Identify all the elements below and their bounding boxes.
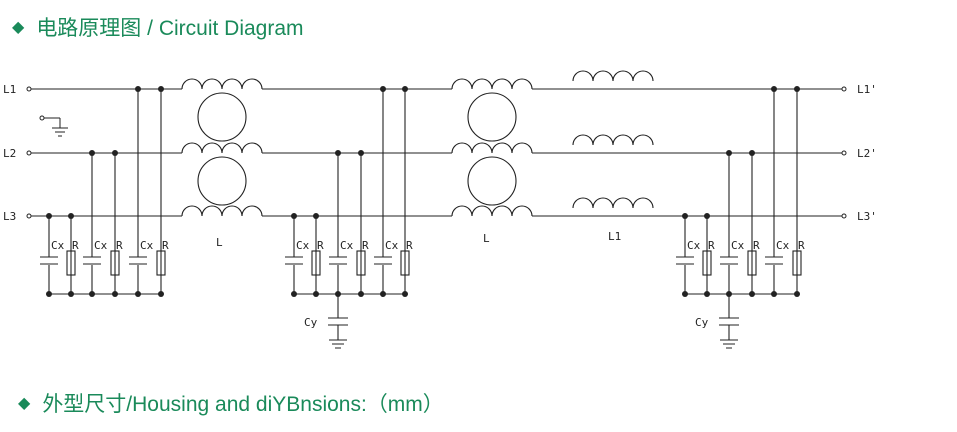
junction-dot: [794, 86, 800, 92]
diamond-bullet-icon: ◆: [12, 19, 25, 36]
input-label: L3: [3, 210, 16, 223]
r-label: R: [162, 239, 169, 252]
ground-terminal: [39, 115, 45, 121]
output-label: L1': [857, 83, 877, 96]
housing-dimensions-heading: ◆ 外型尺寸/Housing and diYBnsions:（mm）: [18, 388, 444, 418]
r-resistor: [110, 250, 120, 276]
circuit-diagram-heading: ◆ 电路原理图 / Circuit Diagram: [12, 12, 304, 42]
junction-dot: [749, 150, 755, 156]
output-terminal: [841, 213, 847, 219]
toroid-core: [197, 156, 247, 206]
junction-dot: [313, 213, 319, 219]
cx-label: Cx: [687, 239, 701, 252]
wires: [26, 86, 847, 219]
input-label: L1: [3, 83, 16, 96]
cx-label: Cx: [296, 239, 310, 252]
input-label: L2: [3, 147, 16, 160]
junction-dot: [771, 86, 777, 92]
toroid-core: [467, 156, 517, 206]
output-label: L3': [857, 210, 877, 223]
inductor-coil: [572, 70, 654, 82]
junction-dot: [704, 213, 710, 219]
cx-label: Cx: [340, 239, 354, 252]
cx-gap: [130, 257, 146, 265]
input-terminal: [26, 86, 32, 92]
inductor-coil: [181, 142, 263, 154]
output-label: L2': [857, 147, 877, 160]
cx-gap: [766, 257, 782, 265]
cx-gap: [677, 257, 693, 265]
junction-dot: [112, 150, 118, 156]
inductor-label: L: [216, 236, 223, 249]
cx-label: Cx: [385, 239, 399, 252]
cy-label: Cy: [695, 316, 709, 329]
cx-gap: [84, 257, 100, 265]
inductor-coil: [181, 205, 263, 217]
toroid-core: [197, 92, 247, 142]
inductor-coil: [451, 205, 533, 217]
r-label: R: [116, 239, 123, 252]
r-label: R: [708, 239, 715, 252]
junction-dot: [335, 150, 341, 156]
inductor-coil: [181, 78, 263, 90]
inductor-label: L1: [608, 230, 621, 243]
housing-dimensions-title: 外型尺寸/Housing and diYBnsions:（mm）: [42, 393, 444, 416]
diamond-bullet-icon: ◆: [18, 395, 31, 412]
junction-dot: [402, 86, 408, 92]
r-label: R: [753, 239, 760, 252]
cx-label: Cx: [731, 239, 745, 252]
capacitor-banks: [40, 86, 802, 349]
cx-gap: [41, 257, 57, 265]
r-resistor: [792, 250, 802, 276]
cx-gap: [375, 257, 391, 265]
junction-dot: [358, 150, 364, 156]
r-label: R: [362, 239, 369, 252]
junction-dot: [291, 213, 297, 219]
junction-dot: [158, 86, 164, 92]
r-label: R: [406, 239, 413, 252]
cx-label: Cx: [776, 239, 790, 252]
output-terminal: [841, 86, 847, 92]
r-label: R: [798, 239, 805, 252]
inductor-coil: [572, 197, 654, 209]
cx-gap: [330, 257, 346, 265]
toroid-core: [467, 92, 517, 142]
input-terminal: [26, 150, 32, 156]
r-resistor: [311, 250, 321, 276]
circuit-diagram-title: 电路原理图 / Circuit Diagram: [36, 17, 304, 40]
inductor-coil: [451, 78, 533, 90]
inductor-label: L: [483, 232, 490, 245]
junction-dot: [89, 150, 95, 156]
inductors: [181, 70, 654, 217]
r-resistor: [156, 250, 166, 276]
cy-label: Cy: [304, 316, 318, 329]
junction-dot: [135, 86, 141, 92]
r-resistor: [747, 250, 757, 276]
output-terminal: [841, 150, 847, 156]
junction-dot: [682, 213, 688, 219]
r-resistor: [356, 250, 366, 276]
inductor-coil: [572, 134, 654, 146]
inductor-coil: [451, 142, 533, 154]
junction-dot: [68, 213, 74, 219]
cx-label: Cx: [51, 239, 65, 252]
r-resistor: [66, 250, 76, 276]
r-label: R: [72, 239, 79, 252]
junction-dot: [380, 86, 386, 92]
input-terminal: [26, 213, 32, 219]
r-resistor: [702, 250, 712, 276]
r-resistor: [400, 250, 410, 276]
r-label: R: [317, 239, 324, 252]
cx-label: Cx: [140, 239, 154, 252]
junction-dot: [726, 150, 732, 156]
cx-gap: [721, 257, 737, 265]
cx-label: Cx: [94, 239, 108, 252]
junction-dot: [46, 213, 52, 219]
cx-gap: [286, 257, 302, 265]
